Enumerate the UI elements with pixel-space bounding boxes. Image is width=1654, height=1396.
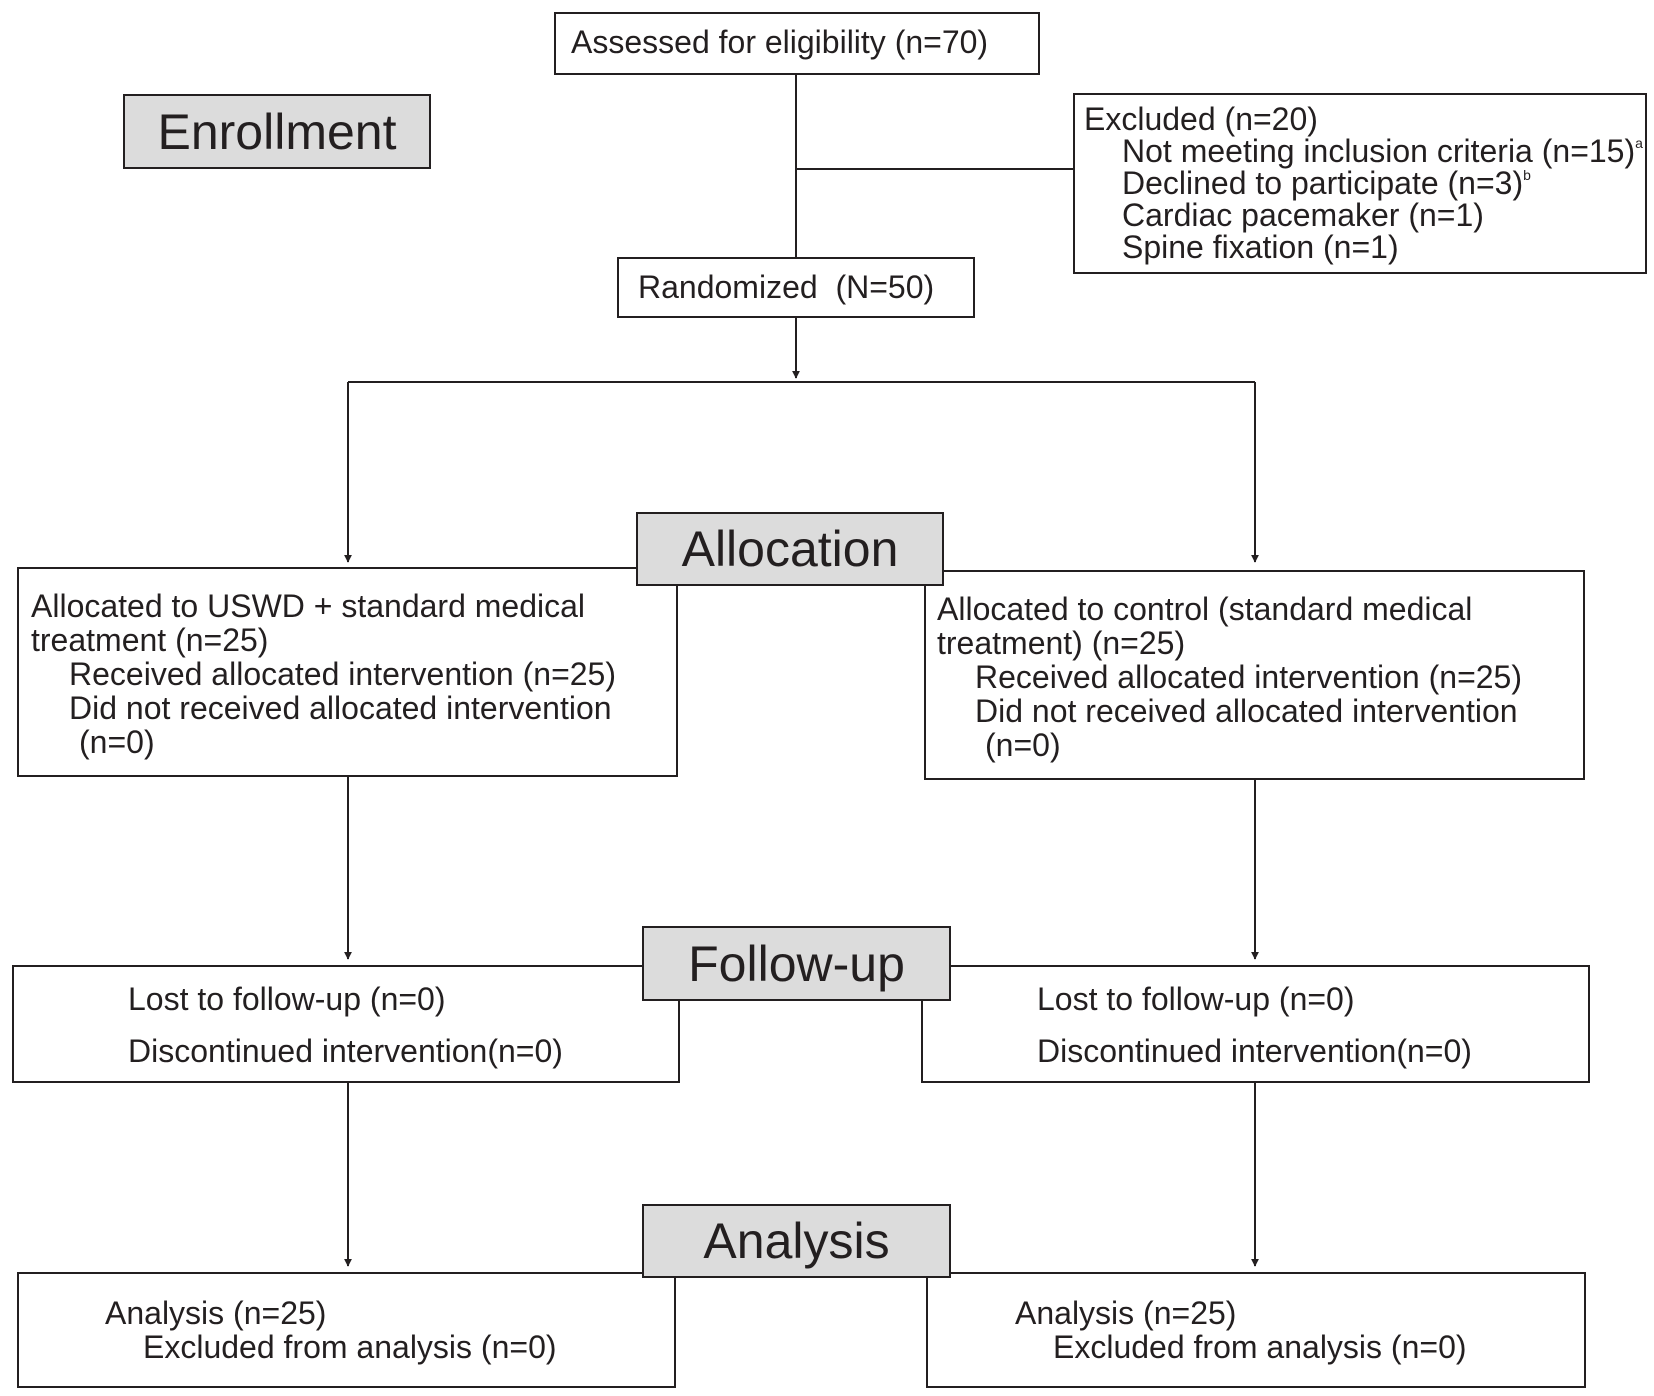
followup-left-lost: Lost to follow-up (n=0) [128, 981, 446, 1017]
allocation-right-line2: treatment) (n=25) [937, 625, 1186, 661]
followup-left-discontinued: Discontinued intervention(n=0) [128, 1033, 563, 1069]
followup-right-lost: Lost to follow-up (n=0) [1037, 981, 1355, 1017]
followup-left-box: Lost to follow-up (n=0) Discontinued int… [12, 965, 680, 1083]
excluded-item: Declined to participate (n=3)b [1122, 165, 1531, 201]
allocation-left-not-received: Did not received allocated intervention [69, 690, 612, 726]
excluded-item: Not meeting inclusion criteria (n=15)a [1122, 133, 1643, 169]
analysis-left-count: Analysis (n=25) [105, 1295, 327, 1331]
allocation-right-received: Received allocated intervention (n=25) [975, 659, 1522, 695]
assessed-box: Assessed for eligibility (n=70) [554, 12, 1040, 75]
excluded-box: Excluded (n=20) Not meeting inclusion cr… [1073, 93, 1647, 274]
stage-label-followup: Follow-up [642, 926, 951, 1001]
analysis-right-count: Analysis (n=25) [1015, 1295, 1237, 1331]
allocation-left-box: Allocated to USWD + standard medical tre… [17, 567, 678, 777]
analysis-left-box: Analysis (n=25) Excluded from analysis (… [17, 1272, 676, 1388]
stage-allocation-text: Allocation [681, 521, 899, 577]
stage-label-enrollment: Enrollment [123, 94, 431, 169]
excluded-title: Excluded (n=20) [1084, 101, 1318, 137]
analysis-left-excluded: Excluded from analysis (n=0) [143, 1329, 557, 1365]
randomized-text: Randomized (N=50) [638, 269, 935, 305]
analysis-right-box: Analysis (n=25) Excluded from analysis (… [926, 1272, 1586, 1388]
randomized-box: Randomized (N=50) [617, 257, 975, 318]
footnote-marker: b [1523, 167, 1531, 183]
allocation-right-line1: Allocated to control (standard medical [937, 591, 1473, 627]
stage-enrollment-text: Enrollment [157, 103, 397, 160]
allocation-left-not-received-n: (n=0) [79, 724, 155, 760]
allocation-right-box: Allocated to control (standard medical t… [924, 570, 1585, 780]
assessed-text: Assessed for eligibility (n=70) [571, 24, 989, 60]
footnote-marker: a [1635, 135, 1643, 151]
analysis-right-excluded: Excluded from analysis (n=0) [1053, 1329, 1467, 1365]
allocation-left-line1: Allocated to USWD + standard medical [31, 588, 586, 624]
excluded-item: Spine fixation (n=1) [1122, 229, 1399, 265]
followup-right-box: Lost to follow-up (n=0) Discontinued int… [921, 965, 1590, 1083]
allocation-right-not-received: Did not received allocated intervention [975, 693, 1518, 729]
stage-label-allocation: Allocation [636, 512, 944, 586]
followup-right-discontinued: Discontinued intervention(n=0) [1037, 1033, 1472, 1069]
allocation-right-not-received-n: (n=0) [985, 727, 1061, 763]
stage-label-analysis: Analysis [642, 1204, 951, 1278]
stage-followup-text: Follow-up [688, 935, 905, 992]
allocation-left-line2: treatment (n=25) [31, 622, 269, 658]
excluded-item: Cardiac pacemaker (n=1) [1122, 197, 1484, 233]
stage-analysis-text: Analysis [703, 1213, 890, 1269]
allocation-left-received: Received allocated intervention (n=25) [69, 656, 616, 692]
